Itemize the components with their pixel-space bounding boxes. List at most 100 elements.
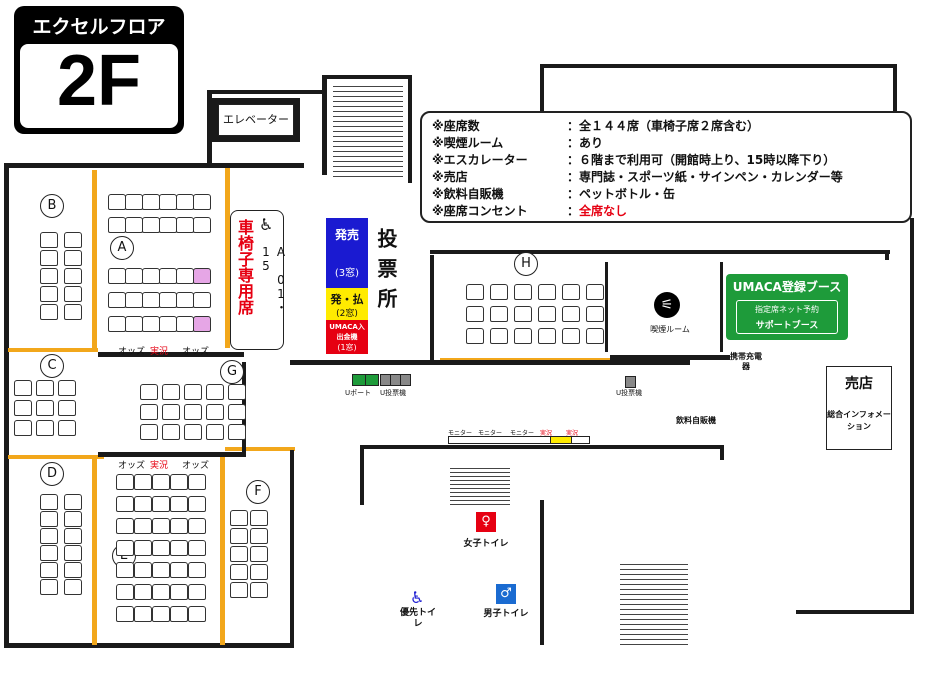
info-value-outlet-colon: ： [567, 204, 580, 218]
seat [176, 316, 194, 332]
info-label-vending: ※飲料自販機 [432, 187, 504, 201]
seat [562, 306, 580, 322]
info-label-shop: ※売店 [432, 170, 468, 184]
seat [159, 217, 177, 233]
seat [170, 496, 188, 512]
wall-right-upper [540, 64, 544, 114]
corridor-d-top [8, 455, 104, 459]
seat [159, 292, 177, 308]
monitor-strip-yellow [550, 436, 572, 444]
info-box: ※座席数 ：全１４４席（車椅子席２席含む） ※喫煙ルーム ：あり ※エスカレータ… [420, 111, 912, 223]
corridor-c-top [8, 348, 98, 352]
seat [170, 584, 188, 600]
womens-toilet: 女子トイレ [463, 539, 509, 549]
seat [193, 316, 211, 332]
seat [538, 328, 556, 344]
seat [116, 518, 134, 534]
seat [125, 217, 143, 233]
live-label-e: 実況 [150, 461, 169, 471]
u-port-label: Uポート [345, 389, 372, 397]
floor-level: 2F [56, 41, 142, 121]
wall-g-top [98, 352, 244, 357]
seat [466, 328, 484, 344]
seat [108, 292, 126, 308]
wall-h-left [430, 255, 434, 365]
monitor-label-1: モニター [448, 430, 473, 437]
block-h-label: H [514, 252, 538, 276]
seat [538, 306, 556, 322]
seat [514, 284, 532, 300]
seat [152, 496, 170, 512]
seat [142, 292, 160, 308]
smoking-room: 喫煙ルーム [650, 325, 690, 334]
wall-right-edge [910, 218, 914, 613]
block-g-label: G [220, 360, 244, 384]
umaca-booth-label: UMACA登録ブース [732, 280, 842, 294]
seat [193, 217, 211, 233]
info-value-outlet: ：全席なし [567, 202, 627, 219]
floor-name: エクセルフロア [32, 16, 166, 38]
seat [514, 306, 532, 322]
seat [40, 579, 58, 595]
info-center: 総合インフォメーション [827, 410, 891, 431]
seat [162, 404, 180, 420]
seat [58, 400, 76, 416]
block-d-label: D [40, 462, 64, 486]
seat [170, 606, 188, 622]
seat [152, 584, 170, 600]
seat [230, 528, 248, 544]
seat [64, 286, 82, 302]
seat [116, 562, 134, 578]
odds-label-e1: オッズ [118, 461, 146, 471]
wall-lower-mid [360, 445, 720, 449]
block-f-label: F [246, 480, 270, 504]
wall-elevator-top [207, 90, 327, 94]
seat [40, 268, 58, 284]
seat [184, 404, 202, 420]
seat [64, 494, 82, 510]
drink-vending: 飲料自販機 [676, 416, 716, 425]
seat [162, 384, 180, 400]
seat [36, 400, 54, 416]
seat [490, 328, 508, 344]
info-value-shop: ：専門誌・スポーツ紙・サインペン・カレンダー等 [567, 170, 843, 184]
seat [170, 562, 188, 578]
seat [514, 328, 532, 344]
seat [142, 194, 160, 210]
seat [142, 268, 160, 284]
seat [40, 562, 58, 578]
seat [193, 268, 211, 284]
seat [193, 292, 211, 308]
seat [176, 268, 194, 284]
info-label-outlet: ※座席コンセント [432, 204, 528, 218]
seat [134, 540, 152, 556]
sales-window-label: 発売 [334, 228, 359, 242]
mobile-charger: 携帯充電器 [730, 352, 762, 371]
seat [36, 420, 54, 436]
seat [140, 384, 158, 400]
seat [206, 424, 224, 440]
umaca-machine-count: (1窓) [337, 343, 357, 352]
info-value-smoking: ：あり [567, 136, 604, 150]
seat [176, 217, 194, 233]
seat [250, 564, 268, 580]
seat [152, 562, 170, 578]
seat [125, 194, 143, 210]
seat [64, 528, 82, 544]
corridor-e-right [220, 456, 225, 645]
mens-toilet-icon: ♂ [496, 584, 516, 604]
seat [188, 606, 206, 622]
seat [466, 284, 484, 300]
wall-g-bottom [98, 452, 246, 457]
wall-f-right [290, 450, 294, 645]
u-machine-3 [400, 374, 411, 386]
corridor-a-right [225, 168, 230, 348]
wall-mid [290, 360, 690, 365]
seat [188, 562, 206, 578]
seat [586, 306, 604, 322]
seat [116, 540, 134, 556]
seat [250, 510, 268, 526]
seat [152, 540, 170, 556]
wall-bottom-left [4, 643, 294, 648]
seat [188, 540, 206, 556]
